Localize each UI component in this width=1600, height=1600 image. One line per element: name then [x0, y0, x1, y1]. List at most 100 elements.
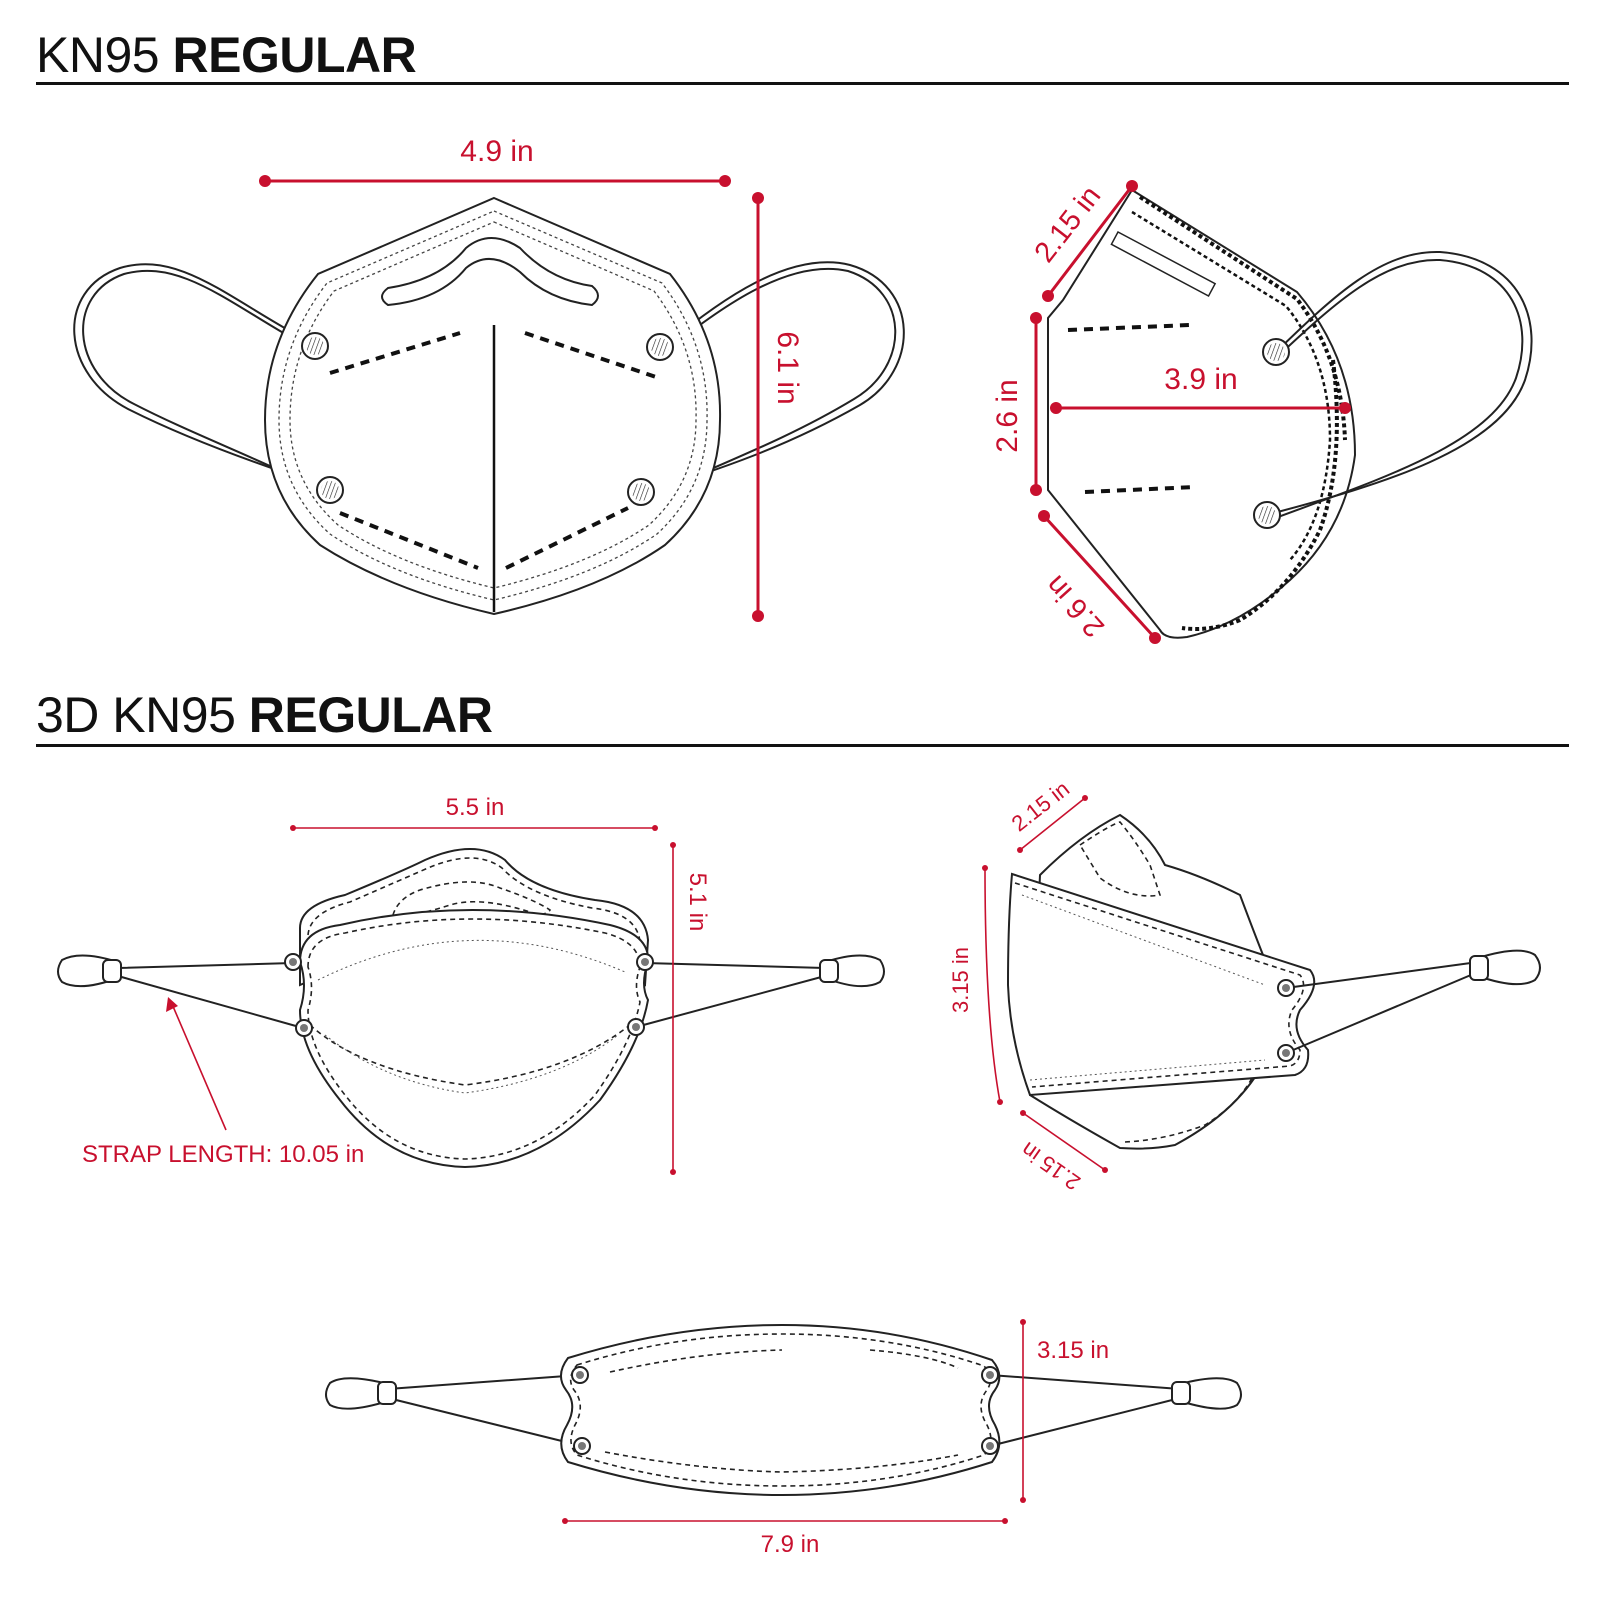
strap-adjuster [1469, 955, 1489, 981]
strap-side-outer [1477, 949, 1541, 986]
ear-loop-left [73, 263, 323, 486]
strap-flat-right-outer [1179, 1377, 1242, 1410]
mask-3d-side-front [1006, 872, 1316, 1097]
strap-flat-left [387, 1374, 583, 1447]
dimension-dot [1030, 312, 1042, 324]
eyelet [576, 1371, 584, 1379]
seam-dash [505, 506, 629, 570]
mask-3d-lower-seam [307, 918, 641, 1160]
dimension-dot [752, 610, 764, 622]
strap-adjuster [102, 959, 122, 983]
dimension-dot [290, 825, 296, 831]
strap-left-outer [57, 954, 119, 988]
ear-loop-left-inner [82, 269, 323, 492]
kn95-3d-front-view: 5.5 in 5.1 in STRAP LENGTH: 10.05 in [57, 794, 885, 1175]
dimension-dot [259, 175, 271, 187]
mask-3d-lower [298, 909, 650, 1169]
dimension-dot [1002, 1518, 1008, 1524]
strap-left [117, 962, 304, 1029]
dimension-label-height: 5.1 in [684, 873, 711, 932]
nose-clip-side [1110, 230, 1217, 298]
strap-adjuster [819, 959, 839, 983]
dimension-dot [1038, 510, 1050, 522]
dimension-label-depth: 3.9 in [1164, 363, 1237, 396]
ear-loop-side-inner [1269, 258, 1524, 521]
mask-3d-side-stitch [1021, 894, 1266, 986]
dimension-label-height: 3.15 in [1037, 1337, 1109, 1364]
dimension-dot [1020, 1110, 1026, 1116]
mask-flat-seam [569, 1333, 992, 1487]
section-title-3d-kn95: 3D KN95 REGULAR [36, 690, 493, 740]
mask-3d-side-back-seam [1078, 821, 1162, 897]
seam-dash [1067, 323, 1191, 332]
eyelet [641, 958, 649, 966]
eyelet [632, 1023, 640, 1031]
strap-side [1285, 961, 1479, 1054]
dimension-dot [1102, 1167, 1108, 1173]
side-seam-top [1138, 195, 1347, 441]
strap-adjuster [377, 1381, 397, 1405]
dimension-label-middle: 3.15 in [948, 947, 973, 1013]
dimension-label-bottom: 2.6 in [1040, 569, 1111, 643]
dimension-line [1046, 185, 1134, 297]
mask-flat-body [560, 1323, 1001, 1497]
section-divider [36, 744, 1569, 747]
eyelet [300, 1024, 308, 1032]
dimension-line [1019, 797, 1086, 851]
kn95-front-view: 4.9 in 6.1 in [73, 135, 905, 622]
mask-3d-side-stitch [1029, 1059, 1266, 1081]
dimension-dot [1339, 402, 1351, 414]
dimension-line [1022, 1112, 1106, 1171]
seam-dash [1084, 485, 1196, 494]
title-light: 3D KN95 [36, 687, 236, 743]
eyelet [632, 483, 650, 501]
eyelet [651, 338, 669, 356]
kn95-3d-side-view: 2.15 in 3.15 in 2.15 in [948, 776, 1541, 1195]
eyelet [578, 1442, 586, 1450]
dimension-dot [1082, 795, 1088, 801]
eyelet [321, 481, 339, 499]
kn95-3d-flat-view: 3.15 in 7.9 in [325, 1319, 1242, 1558]
seam-dash [524, 331, 657, 379]
dimension-dot [670, 1169, 676, 1175]
strap-flat-left-outer [325, 1377, 389, 1410]
strap-right-outer [824, 954, 885, 988]
dimension-label-bottom: 2.15 in [1016, 1137, 1084, 1195]
dimension-dot [652, 825, 658, 831]
eyelet [1282, 984, 1290, 992]
eyelet [1282, 1049, 1290, 1057]
eyelet [986, 1442, 994, 1450]
dimension-line [1042, 514, 1157, 640]
strap-right [635, 962, 826, 1028]
ear-loop-right [644, 261, 905, 493]
mask-edge-stitch-inner [289, 221, 697, 589]
dimension-dot [997, 1099, 1003, 1105]
strap-pointer-line [171, 1003, 227, 1131]
ear-loop-side [1269, 250, 1533, 515]
section-divider [36, 82, 1569, 85]
strap-length-label: STRAP LENGTH: 10.05 in [82, 1141, 364, 1168]
dimension-label-width: 4.9 in [460, 135, 533, 168]
dimension-dot [982, 865, 988, 871]
dimension-dot [719, 175, 731, 187]
mask-3d-nose [391, 881, 552, 917]
nose-clip [381, 237, 599, 307]
dimension-label-width: 5.5 in [446, 794, 505, 821]
seam-dash [339, 511, 479, 570]
dimension-dot [1042, 290, 1054, 302]
dimension-dot [1050, 402, 1062, 414]
dimension-label-height: 6.1 in [771, 331, 804, 404]
side-seam-edge [1181, 359, 1339, 631]
dimension-label-top: 2.15 in [1007, 776, 1074, 836]
strap-pointer-arrow [166, 997, 178, 1012]
dimension-dot [562, 1518, 568, 1524]
eyelet [289, 958, 297, 966]
dimension-dot [1030, 484, 1042, 496]
mask-body [263, 196, 722, 616]
title-bold: REGULAR [172, 27, 417, 83]
dimension-label-width: 7.9 in [761, 1531, 820, 1558]
mask-3d-mid-seam [309, 1024, 631, 1086]
eyelet [306, 337, 324, 355]
dimension-label-middle: 2.6 in [991, 379, 1024, 452]
